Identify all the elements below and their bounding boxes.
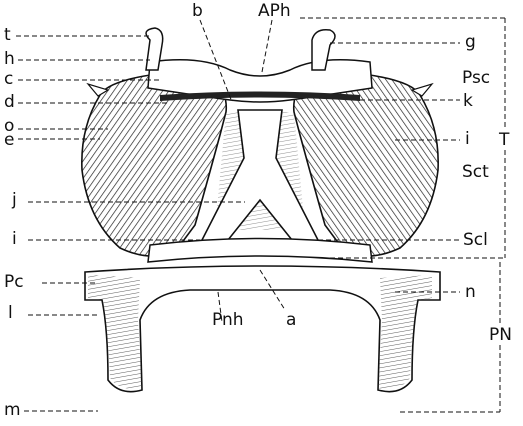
label-h: h bbox=[4, 51, 15, 68]
label-t-right: T bbox=[499, 132, 509, 149]
label-pc: Pc bbox=[4, 274, 24, 291]
label-n: n bbox=[465, 284, 476, 301]
label-l: l bbox=[8, 305, 13, 322]
label-pn: PN bbox=[489, 327, 512, 344]
label-i-left: i bbox=[12, 231, 17, 248]
label-d: d bbox=[4, 94, 15, 111]
label-c: c bbox=[4, 71, 13, 88]
label-m: m bbox=[4, 402, 21, 419]
label-k: k bbox=[463, 93, 473, 110]
label-a: a bbox=[286, 312, 296, 329]
label-aph: APh bbox=[258, 3, 291, 20]
left-muscle-lobe bbox=[82, 72, 226, 256]
label-scl: Scl bbox=[463, 232, 488, 249]
label-psc: Psc bbox=[462, 70, 490, 87]
label-pnh: Pnh bbox=[212, 312, 244, 329]
label-b: b bbox=[192, 3, 203, 20]
label-g: g bbox=[465, 34, 476, 51]
label-i-right: i bbox=[465, 131, 470, 148]
label-sct: Sct bbox=[462, 164, 489, 181]
label-t-top: t bbox=[4, 27, 11, 44]
label-j: j bbox=[12, 192, 17, 209]
label-e: e bbox=[4, 132, 14, 149]
postnotum-left-arm bbox=[88, 275, 142, 389]
